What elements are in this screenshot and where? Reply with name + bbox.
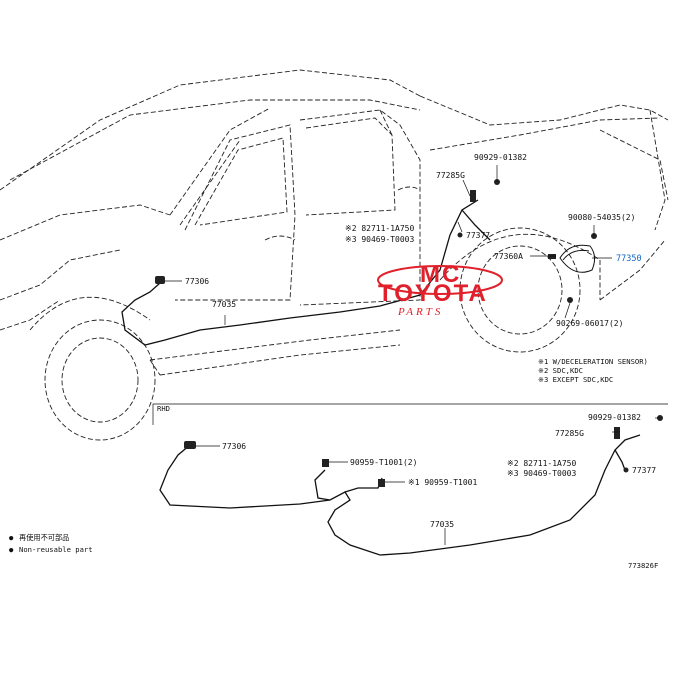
label-77306-upper: 77306: [185, 277, 209, 286]
label-82711-lower: ※2 82711-1A750: [507, 459, 577, 468]
clip-90959-b: [378, 479, 385, 487]
legend-text-1: 再使用不可部品: [19, 533, 69, 542]
variant-frame: [152, 403, 668, 425]
non-reusable-dot-77377-upper: [457, 232, 463, 238]
label-90959-b: ※1 90959-T1001: [408, 478, 478, 487]
footnote-3: ※3 EXCEPT SDC,KDC: [538, 375, 613, 384]
clip-90959-a: [322, 459, 329, 467]
watermark-line3: PARTS: [397, 306, 443, 318]
label-90269: 90269-06017(2): [556, 319, 623, 328]
harness-upper: [121, 199, 479, 346]
label-90929-upper: 90929-01382: [474, 153, 527, 162]
leader-lines-upper: [165, 165, 612, 325]
non-reusable-dot-77377-lower: [623, 467, 629, 473]
watermark-line1: MC: [420, 261, 461, 288]
label-77035-lower: 77035: [430, 520, 454, 529]
legend-text-2: Non-reusable part: [19, 545, 93, 554]
label-77350: 77350: [616, 254, 642, 264]
label-90469-upper: ※3 90469-T0003: [345, 235, 415, 244]
label-77285g-lower: 77285G: [555, 429, 584, 438]
label-90469-lower: ※3 90469-T0003: [507, 469, 577, 478]
label-90959-a: 90959-T1001(2): [350, 458, 417, 467]
legend-bullet-1: ●: [9, 533, 14, 542]
part-77360a: [548, 254, 556, 259]
label-77306-lower: 77306: [222, 442, 246, 451]
label-77285g-upper: 77285G: [436, 171, 465, 180]
label-77035-upper: 77035: [212, 300, 236, 309]
footnote-2: ※2 SDC,KDC: [538, 366, 583, 375]
screw-90269: [567, 297, 573, 303]
figure-code: 773826F: [628, 561, 658, 570]
sensor-77306-lower: [184, 441, 196, 449]
clip-77285g-lower: [614, 427, 620, 439]
label-77377-upper: 77377: [466, 231, 490, 240]
vehicle-body-illustration: [0, 69, 669, 441]
label-77360a: 77360A: [494, 252, 523, 261]
footnote-1: ※1 W/DECELERATION SENSOR): [538, 357, 648, 366]
leader-lines-lower: [196, 417, 660, 545]
watermark-line2: TOYOTA: [378, 280, 488, 307]
harness-lower: [159, 434, 641, 556]
clip-77285g-upper: [470, 190, 476, 202]
legend: ● 再使用不可部品 ● Non-reusable part: [9, 533, 93, 554]
legend-bullet-2: ●: [9, 545, 14, 554]
variant-tag: RHD: [157, 404, 170, 413]
label-82711-upper: ※2 82711-1A750: [345, 224, 415, 233]
watermark-logo: MC TOYOTA PARTS: [377, 261, 503, 318]
sensor-77306-upper: [155, 276, 165, 284]
label-77377-lower: 77377: [632, 466, 656, 475]
fuel-filler-lid: [559, 244, 596, 273]
label-90929-lower: 90929-01382: [588, 413, 641, 422]
label-90080: 90080-54035(2): [568, 213, 635, 222]
